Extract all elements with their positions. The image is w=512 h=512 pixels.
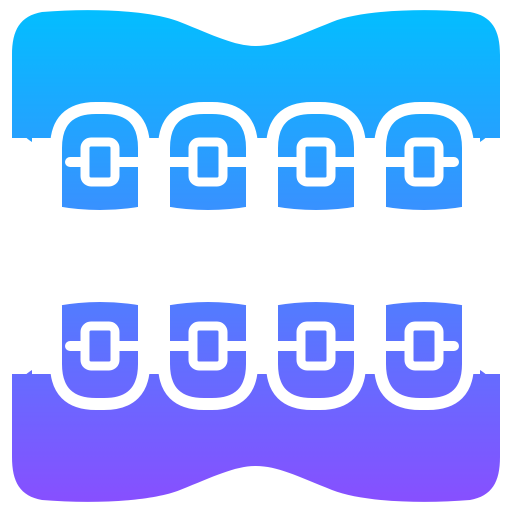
- lower-bracket-2: [188, 321, 228, 371]
- upper-teeth: [50, 102, 474, 222]
- lower-bracket-4: [404, 321, 444, 371]
- lower-bracket-1: [80, 321, 120, 371]
- upper-bracket-4: [404, 137, 444, 187]
- lower-bracket-3: [296, 321, 336, 371]
- upper-gum: [12, 10, 500, 142]
- upper-bracket-1: [80, 137, 120, 187]
- upper-bracket-3: [296, 137, 336, 187]
- lower-teeth: [50, 290, 474, 410]
- lower-gum: [12, 370, 500, 502]
- upper-bracket-2: [188, 137, 228, 187]
